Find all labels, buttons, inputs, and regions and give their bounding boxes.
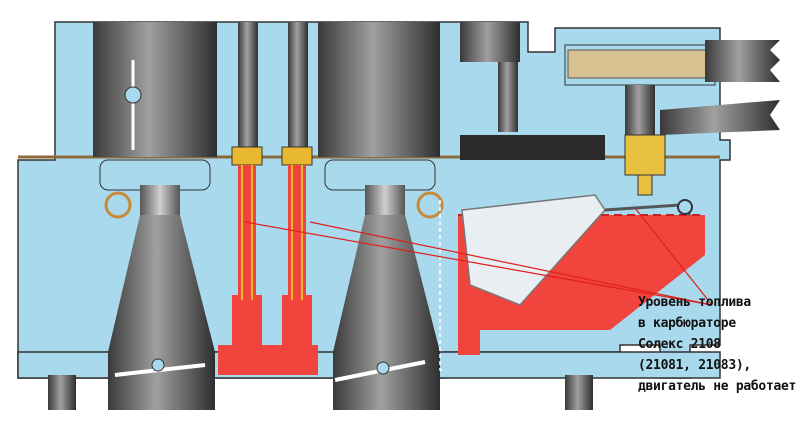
fuel-channel [218, 345, 318, 375]
stud [48, 375, 76, 410]
caption-line: в карбюраторе [638, 316, 736, 331]
caption-line: (21081, 21083), [638, 358, 751, 373]
leader-lines [244, 207, 713, 306]
primary-chamber [93, 22, 217, 410]
caption-line: двигатель не работает [638, 379, 797, 394]
stud [565, 375, 593, 410]
float-chamber [439, 135, 705, 371]
secondary-chamber [318, 22, 444, 410]
float [461, 194, 606, 306]
caption-line: Уровень топлива [638, 295, 751, 310]
fuel-level-caption: Уровень топлива в карбюраторе Солекс 210… [638, 292, 796, 397]
caption-line: Солекс 2108 [638, 337, 721, 352]
fuel-inlet [460, 22, 780, 196]
emulsion-wells [218, 22, 318, 375]
